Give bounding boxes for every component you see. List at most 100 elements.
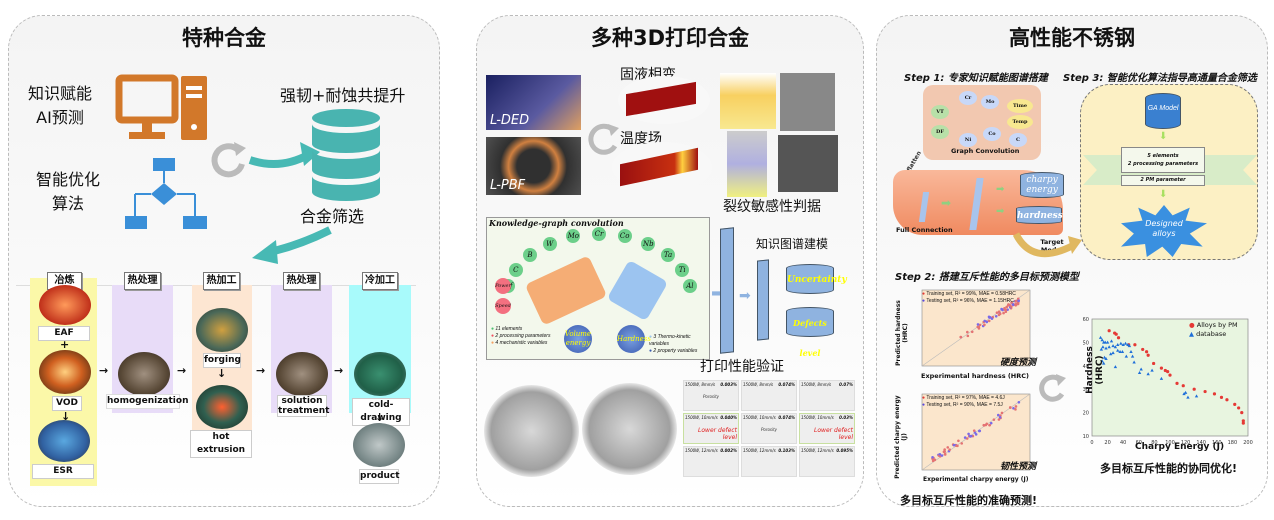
point-database: [1139, 367, 1143, 371]
legend-item: ● 3 Thermo-kinetic variables: [649, 334, 691, 347]
screening-label: 合金筛选: [300, 207, 365, 226]
point-database: [1120, 349, 1125, 353]
x-tick-label: 0: [1090, 440, 1093, 446]
crack-sem-image-2: [778, 135, 838, 192]
database-icon: [312, 109, 380, 201]
full-connection-label: Full Connection: [896, 226, 953, 234]
point-database: [1118, 349, 1122, 353]
label-forging: forging: [203, 353, 241, 368]
micro-condition: 1500W, 8mm/s: [743, 382, 774, 387]
pred-point: [1014, 405, 1018, 408]
pred-point: [931, 459, 935, 463]
col-head-heat-2: 热处理: [283, 272, 320, 290]
pred-point: [998, 416, 1002, 419]
pred-point: [987, 319, 991, 323]
kg-legend-left: ● 11 elements ● 2 processing parameters …: [491, 326, 550, 347]
point-alloys-by-pm: [1145, 350, 1149, 354]
pred-point: [983, 323, 986, 327]
point-database: [1127, 344, 1132, 348]
ribbon-pm: 2 PM parameter: [1121, 175, 1205, 186]
micro-condition: 1500W, 8mm/s: [801, 382, 832, 387]
point-alloys-by-pm: [1114, 332, 1118, 336]
point-database: [1100, 359, 1104, 363]
knowledge-ai-label: 知识赋能 AI预测: [28, 82, 92, 130]
kg-node-element: C: [508, 262, 523, 277]
output-uncertainty: Uncertainty: [786, 264, 847, 294]
col-head-cold-work: 冷加工: [362, 272, 398, 290]
point-alloys-by-pm: [1212, 392, 1217, 396]
legend-item: ● Testing set, R² = 90%, MAE = 7.5J: [922, 402, 1003, 408]
point-database: [1103, 340, 1107, 344]
point-database: [1194, 394, 1199, 398]
label-cold-drawing: cold-drawing: [352, 398, 410, 426]
micro-porosity: 0.103%: [778, 448, 795, 453]
point-alloys-by-pm: [1166, 370, 1170, 374]
pred-point: [1016, 297, 1020, 301]
kg-node-element: Co: [617, 229, 632, 244]
y-tick-label: 40: [1083, 364, 1089, 370]
graph-node: Co: [983, 127, 1001, 141]
point-alloys-by-pm: [1219, 395, 1224, 399]
pred-point: [988, 423, 991, 427]
hardness-pred-xlabel: Experimental hardness (HRC): [921, 372, 1029, 380]
point-alloys-by-pm: [1225, 398, 1229, 402]
graph-node: DF: [931, 125, 949, 139]
arrow-down-icon: ↓: [61, 410, 71, 423]
graph-node: Cr: [959, 91, 977, 105]
hardness-pred-tag: 硬度预测: [1000, 358, 1037, 368]
pred-point: [989, 421, 993, 425]
micro-porosity: 0.002%: [720, 448, 737, 453]
computer-icon: [115, 74, 207, 140]
micro-condition: 1500W, 12mm/s: [743, 448, 776, 453]
panel2-title: 多种3D打印合金: [590, 26, 750, 50]
smart-algo-label: 智能优化 算法: [36, 168, 100, 216]
pred-point: [1006, 304, 1010, 307]
kg-node-hardness: Hardness: [617, 325, 651, 353]
legend-item: ● Testing set, R² = 96%, MAE = 1.15HRC: [922, 298, 1014, 304]
charpy-pred-ylabel: Predicted charpy energy (J): [894, 395, 908, 479]
point-database: [1100, 338, 1104, 342]
esr-photo: [38, 420, 90, 462]
point-alloys-by-pm: [1133, 343, 1137, 347]
point-database: [1102, 361, 1106, 365]
label-line: AI预测: [36, 108, 84, 127]
forging-photo: [196, 308, 248, 352]
micro-note: Lower defect level: [814, 427, 853, 441]
point-database: [1116, 348, 1120, 352]
mechanistic-band: [524, 255, 608, 326]
point-database: [1109, 352, 1113, 356]
label-product: product: [359, 469, 400, 484]
pred-point: [1003, 308, 1007, 311]
pred-point: [1004, 310, 1008, 314]
kg-node-process: Power: [495, 278, 511, 294]
x-tick-label: 20: [1104, 440, 1110, 446]
charpy-pred-legend: ● Training set, R² = 97%, MAE = 4.6J ● T…: [922, 395, 1005, 409]
point-database: [1126, 342, 1130, 346]
legend-item: ● 2 property variables: [649, 348, 698, 354]
point-alloys-by-pm: [1233, 402, 1237, 407]
plus-sign: +: [60, 338, 70, 351]
designed-alloys-burst: Designed alloys: [1121, 205, 1207, 257]
arrow-right-icon: →: [177, 364, 187, 377]
pred-point: [978, 429, 981, 433]
point-database: [1111, 344, 1115, 348]
point-database: [1116, 342, 1120, 346]
strength-label: 强韧+耐蚀共提升: [280, 86, 406, 105]
pred-point: [957, 439, 960, 443]
kg-title: Knowledge-graph convolution: [489, 218, 624, 228]
pred-point: [1005, 305, 1009, 309]
x-tick-label: 100: [1165, 440, 1175, 446]
kg-node-element: Ta: [661, 247, 675, 262]
point-alloys-by-pm: [1159, 366, 1164, 370]
pred-point: [967, 432, 970, 436]
pred-point: [983, 319, 987, 323]
point-database: [1146, 372, 1150, 376]
point-database: [1104, 346, 1108, 350]
point-database: [1183, 390, 1188, 394]
pred-point: [997, 310, 1001, 313]
pred-point: [943, 448, 946, 451]
micro-condition: 1500W, 8mm/s: [685, 382, 716, 387]
